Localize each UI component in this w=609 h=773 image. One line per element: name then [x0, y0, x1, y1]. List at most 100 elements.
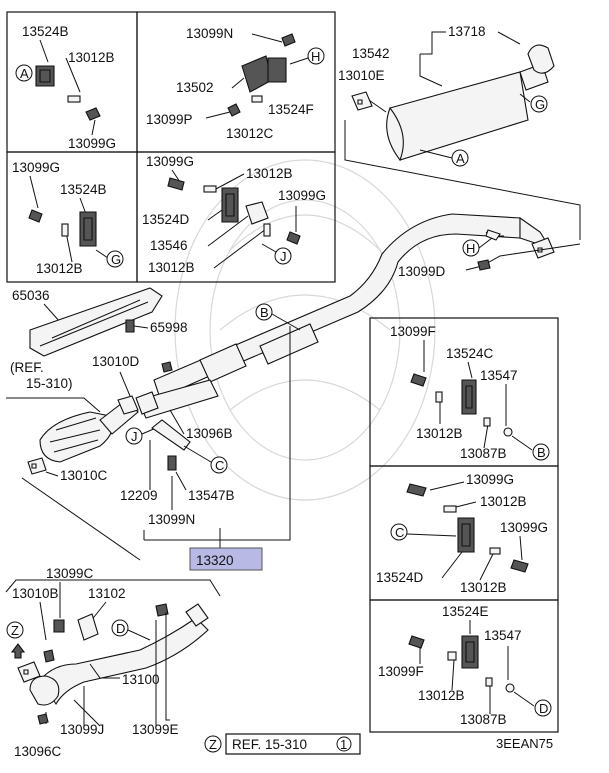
arrow-up-icon [10, 643, 26, 659]
hanger-D-detail: 13524E 13547 13099F 13012B 13087B D [378, 604, 552, 727]
hanger-G-detail: 13099G 13524B 13012B G [12, 160, 124, 276]
rubber-hanger-icon [457, 517, 475, 553]
bolt-icon [161, 361, 173, 373]
rubber-hanger-icon [461, 379, 477, 415]
label-13099P: 13099P [146, 112, 193, 127]
front-heat-shield: 65036 65998 [12, 287, 188, 357]
label-13524C: 13524C [446, 346, 494, 361]
label-13087B-b: 13087B [460, 712, 507, 727]
washer-icon [503, 427, 513, 437]
marker-C [390, 523, 408, 541]
front-pipe-joint: 13010D 13096B J C 12209 13547B 13099N [92, 326, 291, 548]
label-13099N-a: 13099N [186, 26, 233, 41]
bolt-icon [408, 635, 425, 649]
label-13320: 13320 [196, 553, 234, 568]
label-13547-b: 13547 [484, 628, 522, 643]
label-13102: 13102 [88, 586, 126, 601]
bolt-icon [53, 619, 65, 633]
label-13087B-a: 13087B [460, 446, 507, 461]
marker-J [274, 247, 292, 265]
bolt-icon [43, 649, 55, 663]
rubber-hanger-icon [35, 65, 55, 87]
marker-B [532, 443, 550, 461]
svg-text:Z: Z [209, 737, 217, 752]
svg-text:A: A [456, 151, 465, 166]
bottom-reference: Z REF. 15-310 1 3EEAN75 [204, 733, 553, 755]
svg-text:B: B [260, 305, 269, 320]
watermark-emblem [174, 159, 436, 501]
marker-D [534, 699, 552, 717]
label-13099G-a: 13099G [68, 136, 116, 151]
label-13547-a: 13547 [480, 368, 518, 383]
marker-G [530, 95, 548, 113]
label-13010B: 13010B [12, 586, 59, 601]
svg-text:(REF.: (REF. [10, 360, 44, 375]
gasket-icon [117, 395, 139, 415]
svg-text:J: J [280, 249, 287, 264]
label-13012B-a: 13012B [68, 50, 115, 65]
detail-boxes-right [369, 317, 559, 733]
label-13524B-a: 13524B [22, 24, 69, 39]
marker-A [15, 64, 33, 82]
label-13010C: 13010C [60, 468, 108, 483]
rubber-hanger-icon [267, 57, 287, 83]
svg-text:15-310): 15-310) [26, 376, 73, 391]
label-13099G-c: 13099G [146, 154, 194, 169]
rubber-hanger-icon [221, 187, 239, 223]
pre-muffler [199, 343, 247, 383]
label-13524D-b: 13524D [376, 570, 424, 585]
bolt-icon [28, 209, 43, 223]
label-13100: 13100 [122, 672, 160, 687]
marker-Z [6, 621, 24, 639]
label-13099E: 13099E [132, 722, 179, 737]
diagram-code: 3EEAN75 [496, 736, 553, 751]
label-13099N-b: 13099N [148, 512, 195, 527]
hanger-J-detail: 13099G 13012B 13099G 13524D 13546 13012B… [136, 151, 336, 283]
ref-label: REF. 15-310 [232, 737, 307, 752]
marker-A [451, 149, 469, 167]
tail-pipe-finisher [527, 44, 555, 74]
highlighted-part-13320[interactable]: 13320 [189, 547, 263, 571]
muffler-body [389, 71, 529, 161]
label-13012B-d: 13012B [148, 260, 195, 275]
svg-text:1: 1 [340, 737, 347, 752]
bracket-icon [245, 201, 269, 225]
marker-G [106, 250, 124, 268]
gasket-icon [17, 661, 41, 683]
label-13012B-g: 13012B [460, 580, 507, 595]
marker-H [307, 47, 325, 65]
hanger-H-detail: 13099N 13502 13099P 13524F 13012C H [146, 26, 325, 141]
bolt-icon [477, 259, 491, 271]
hanger-C-detail: 13099G 13012B 13099G 13524D 13012B C [376, 472, 548, 595]
label-13718: 13718 [448, 24, 486, 39]
rubber-mount-icon [167, 455, 177, 471]
center-exhaust-pipe: H B 13099D [153, 213, 581, 399]
gasket-icon [351, 91, 373, 111]
marker-J [125, 427, 143, 445]
marker-C [210, 456, 228, 474]
label-13099G-f: 13099G [500, 520, 548, 535]
marker-B [255, 303, 273, 321]
marker-D [111, 619, 129, 637]
svg-text:B: B [537, 445, 546, 460]
label-13012B-f: 13012B [480, 494, 527, 509]
front-exhaust-pipe: 13099C 13010B 13102 Z D 13100 13099J 130… [5, 566, 221, 759]
label-13099G-b: 13099G [12, 160, 60, 175]
svg-text:H: H [466, 241, 475, 256]
bracket-icon [151, 419, 191, 451]
svg-text:C: C [215, 458, 224, 473]
hanger-A-detail: 13524B 13012B 13099G A [15, 24, 116, 151]
svg-text:C: C [395, 525, 404, 540]
label-13542: 13542 [352, 46, 390, 61]
svg-text:A: A [20, 66, 29, 81]
rubber-hanger-icon [79, 211, 97, 247]
label-13099F-b: 13099F [378, 664, 424, 679]
heat-shield [29, 287, 163, 357]
label-13099J: 13099J [60, 722, 104, 737]
hanger-B-detail: 13099F 13524C 13547 13012B 13087B B [390, 324, 550, 461]
main-muffler-assembly: 13718 13542 13010E G A [338, 24, 581, 240]
label-13099D: 13099D [398, 264, 446, 279]
bolt-icon [410, 373, 427, 387]
